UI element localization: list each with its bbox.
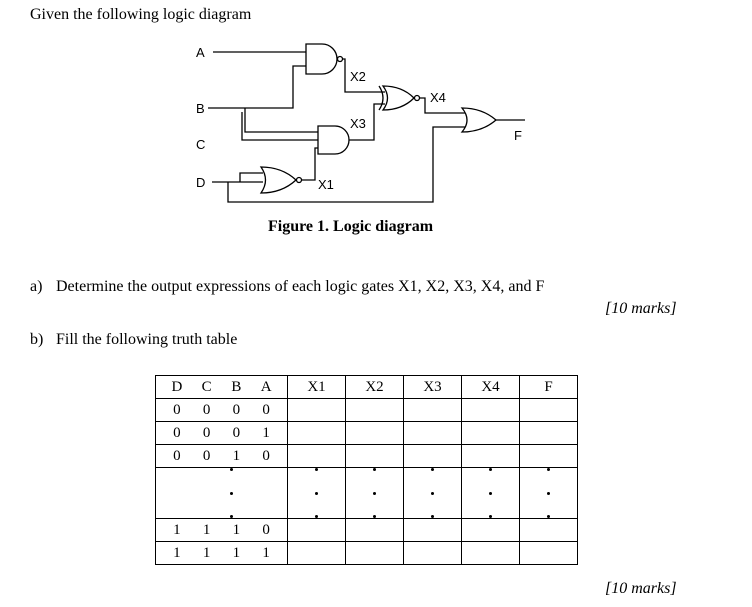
output-f-label: F [514, 128, 522, 143]
wire-d-f [227, 126, 465, 203]
answer-cell[interactable] [461, 444, 520, 468]
input-b-label: B [196, 101, 205, 116]
answer-cell[interactable] [403, 518, 462, 542]
intro-text: Given the following logic diagram [30, 6, 252, 23]
gate-x3-label: X3 [350, 116, 366, 131]
wire-x2 [342, 58, 385, 93]
header-c: C [201, 378, 212, 395]
question-a: a) Determine the output expressions of ea… [30, 278, 544, 296]
question-a-marks: [10 marks] [605, 300, 677, 317]
ellipsis-cell [403, 467, 462, 519]
question-a-number: a) [30, 278, 43, 295]
question-b-marks: [10 marks] [605, 580, 677, 597]
question-b-text: Fill the following truth table [56, 331, 238, 348]
wire-b-x3 [244, 108, 318, 133]
answer-cell[interactable] [345, 421, 404, 445]
answer-cell[interactable] [287, 398, 346, 422]
ellipsis-cell [461, 467, 520, 519]
vertical-ellipsis-icon [288, 468, 345, 518]
header-b: B [231, 378, 242, 395]
answer-cell[interactable] [403, 398, 462, 422]
input-header-cell: D C B A [155, 375, 288, 399]
gate-x4 [381, 85, 415, 111]
gate-x3 [317, 125, 350, 155]
answer-cell[interactable] [287, 444, 346, 468]
gate-x4-label: X4 [430, 90, 446, 105]
table-row: 0 0 0 1 [155, 421, 578, 445]
table-row: 0 0 0 0 [155, 398, 578, 422]
answer-cell[interactable] [287, 421, 346, 445]
header-d: D [171, 378, 183, 395]
answer-cell[interactable] [519, 398, 578, 422]
answer-cell[interactable] [345, 444, 404, 468]
vertical-ellipsis-icon [520, 468, 577, 518]
header-f: F [519, 375, 578, 399]
gate-f [460, 107, 497, 133]
header-a: A [260, 378, 272, 395]
answer-cell[interactable] [403, 444, 462, 468]
header-x4: X4 [461, 375, 520, 399]
gate-x4-back [378, 85, 384, 111]
ellipsis-cell [345, 467, 404, 519]
question-b-number: b) [30, 331, 44, 348]
input-a-label: A [196, 45, 205, 60]
answer-cell[interactable] [461, 421, 520, 445]
answer-cell[interactable] [461, 518, 520, 542]
truth-table: D C B A X1 X2 X3 X4 F 0 0 0 0 0 0 0 1 [155, 375, 578, 565]
figure-caption: Figure 1. Logic diagram [268, 218, 434, 235]
ellipsis-cell [519, 467, 578, 519]
answer-cell[interactable] [287, 518, 346, 542]
gate-x1 [259, 166, 297, 194]
wire-x4 [420, 97, 465, 114]
wire-x3 [349, 103, 385, 141]
gate-x2 [305, 43, 338, 75]
gate-x2-bubble [336, 55, 344, 63]
gate-x1-bubble [295, 176, 303, 184]
vertical-ellipsis-icon [404, 468, 461, 518]
wire-d-x1 [239, 172, 263, 182]
table-row: 1 1 1 1 [155, 541, 578, 565]
wire-x1 [302, 147, 318, 181]
vertical-ellipsis-icon [462, 468, 519, 518]
answer-cell[interactable] [287, 541, 346, 565]
header-x1: X1 [287, 375, 346, 399]
input-c-label: C [196, 137, 205, 152]
input-d-label: D [196, 175, 205, 190]
table-header-row: D C B A X1 X2 X3 X4 F [155, 375, 578, 399]
answer-cell[interactable] [519, 444, 578, 468]
vertical-ellipsis-icon [346, 468, 403, 518]
logic-diagram: A B C D X1 X2 X3 X4 F [196, 43, 525, 203]
ellipsis-cell [155, 467, 288, 519]
question-b: b) Fill the following truth table [30, 331, 237, 349]
gate-x4-bubble [413, 94, 421, 102]
wire-b [208, 65, 306, 109]
answer-cell[interactable] [345, 518, 404, 542]
gate-x1-label: X1 [318, 177, 334, 192]
answer-cell[interactable] [461, 398, 520, 422]
answer-cell[interactable] [519, 541, 578, 565]
answer-cell[interactable] [403, 421, 462, 445]
header-x3: X3 [403, 375, 462, 399]
wire-c [241, 112, 318, 141]
answer-cell[interactable] [519, 518, 578, 542]
table-row: 0 0 1 0 [155, 444, 578, 468]
question-a-text: Determine the output expressions of each… [56, 278, 545, 295]
table-row: 1 1 1 0 [155, 518, 578, 542]
ellipsis-cell [287, 467, 346, 519]
ellipsis-row [155, 467, 578, 519]
gate-x2-label: X2 [350, 69, 366, 84]
answer-cell[interactable] [519, 421, 578, 445]
vertical-ellipsis-icon [230, 468, 233, 518]
answer-cell[interactable] [461, 541, 520, 565]
answer-cell[interactable] [403, 541, 462, 565]
answer-cell[interactable] [345, 541, 404, 565]
answer-cell[interactable] [345, 398, 404, 422]
header-x2: X2 [345, 375, 404, 399]
